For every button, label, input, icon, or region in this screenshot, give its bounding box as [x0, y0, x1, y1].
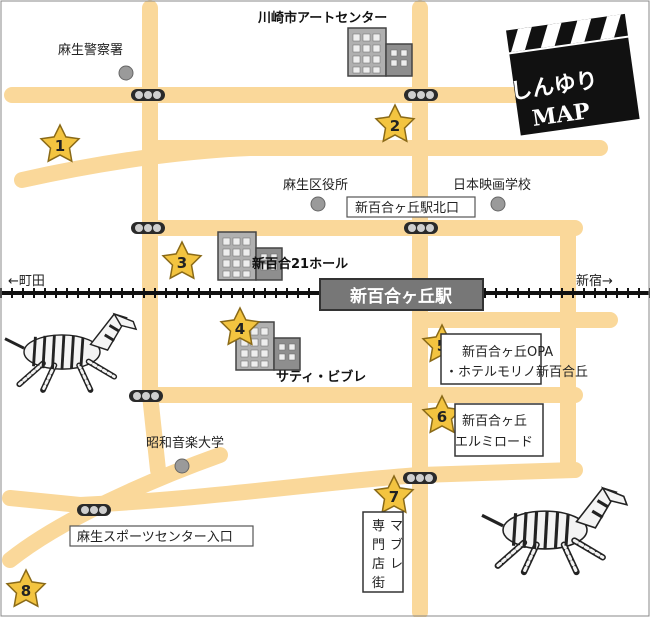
- music-univ-marker: [174, 458, 190, 474]
- label-opa-line1: 新百合ヶ丘OPA: [462, 344, 553, 360]
- label-music-univ: 昭和音楽大学: [146, 435, 224, 451]
- label-elmi-line1: 新百合ヶ丘: [462, 413, 527, 429]
- star-label: 2: [390, 117, 400, 135]
- label-mabure-3: レ: [390, 557, 403, 572]
- label-art-center: 川崎市アートセンター: [257, 10, 387, 26]
- building-icon: [217, 231, 283, 281]
- direction-shinjuku: 新宿→: [576, 273, 613, 289]
- label-mabure-1: マ: [390, 519, 403, 534]
- traffic-light-icon: [131, 222, 165, 234]
- police-marker: [118, 65, 134, 81]
- label-sports-center: 麻生スポーツセンター入口: [77, 530, 233, 545]
- label-senmon-1: 専: [372, 519, 385, 534]
- label-police: 麻生警察署: [58, 42, 123, 58]
- star-label: 3: [177, 254, 187, 272]
- traffic-light-icon: [404, 222, 438, 234]
- label-ward-office: 麻生区役所: [283, 178, 348, 193]
- traffic-light-icon: [77, 504, 111, 516]
- ward-office-marker: [310, 196, 326, 212]
- road-southwest-curve: [2, 447, 228, 568]
- traffic-light-icon: [404, 89, 438, 101]
- label-saty: サティ・ビブレ: [276, 369, 366, 385]
- poi-markers: [118, 65, 506, 474]
- traffic-light-icon: [129, 390, 163, 402]
- label-opa-line2: ・ホテルモリノ新百合丘: [445, 364, 588, 380]
- label-mabure-2: ブ: [390, 537, 403, 553]
- label-north-exit: 新百合ヶ丘駅北口: [355, 200, 459, 216]
- traffic-light-icon: [403, 472, 437, 484]
- label-senmon-4: 街: [372, 576, 385, 591]
- zebra-icon: [482, 488, 627, 572]
- star-label: 4: [235, 320, 245, 338]
- label-film-school: 日本映画学校: [453, 177, 531, 193]
- traffic-light-icon: [131, 89, 165, 101]
- direction-machida: ←町田: [8, 274, 45, 289]
- station-marker: 新百合ヶ丘駅: [319, 278, 484, 311]
- star-label: 1: [55, 137, 65, 155]
- building-icon: [347, 27, 413, 77]
- station-name: 新百合ヶ丘駅: [350, 286, 453, 307]
- zebra-icon: [5, 314, 136, 390]
- star-label: 8: [21, 582, 31, 600]
- label-elmi-line2: エルミロード: [455, 435, 533, 450]
- label-senmon-2: 門: [372, 538, 385, 553]
- film-school-marker: [490, 196, 506, 212]
- star-label: 6: [437, 408, 447, 426]
- label-hall21: 新百合21ホール: [252, 256, 348, 272]
- clapperboard-icon: [506, 13, 640, 136]
- star-label: 7: [389, 488, 399, 506]
- label-senmon-3: 店: [372, 557, 385, 572]
